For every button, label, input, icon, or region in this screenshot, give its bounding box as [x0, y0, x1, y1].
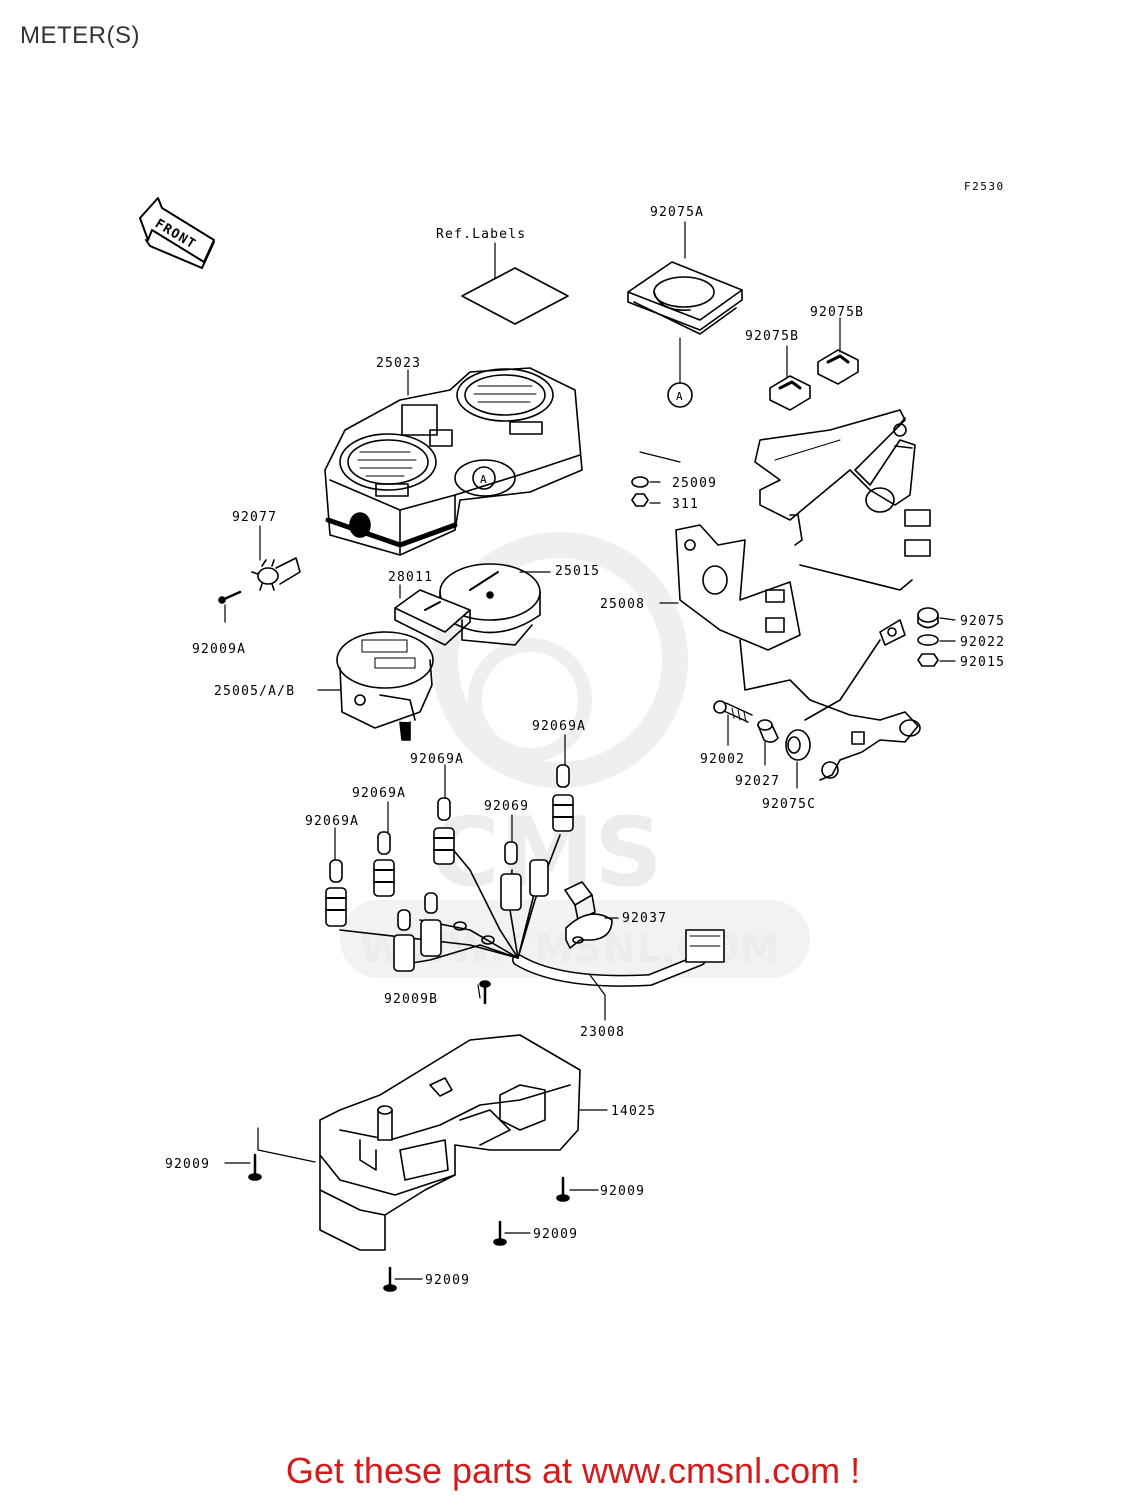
wiring-harness-23008: [339, 834, 725, 987]
leader-lines: [224, 221, 956, 1280]
label-92009-1: 92009: [165, 1157, 210, 1172]
label-92015: 92015: [960, 655, 1005, 670]
nut-311: [631, 493, 649, 507]
label-92069: 92069: [484, 799, 529, 814]
label-ref-labels: Ref.Labels: [436, 227, 526, 242]
label-92009a: 92009A: [192, 642, 246, 657]
screw-92009-3: [493, 1220, 507, 1246]
page-title: METER(S): [20, 22, 140, 49]
ref-marker-a-case: [472, 466, 496, 490]
screw-92009-4: [383, 1266, 397, 1292]
washer-92022: [917, 634, 939, 646]
clamp-92037: [565, 913, 613, 949]
bulb-socket-92069a-3: [433, 797, 455, 865]
bolt-92002: [713, 700, 753, 723]
label-25023: 25023: [376, 356, 421, 371]
meter-case-25023: [324, 367, 583, 556]
label-25008: 25008: [600, 597, 645, 612]
front-arrow-icon: [139, 197, 215, 269]
label-92077: 92077: [232, 510, 277, 525]
nut-92015: [917, 653, 939, 667]
footer-link[interactable]: Get these parts at www.cmsnl.com !: [285, 1450, 861, 1491]
label-14025: 14025: [611, 1104, 656, 1119]
label-92037: 92037: [622, 911, 667, 926]
label-92075b-1: 92075B: [745, 329, 799, 344]
label-92009-2: 92009: [600, 1184, 645, 1199]
grommet-92075b-1: [769, 375, 811, 411]
label-25009: 25009: [672, 476, 717, 491]
bulb-socket-92069a-4: [552, 764, 574, 832]
bracket-25008: [675, 409, 931, 781]
label-92069a-3: 92069A: [410, 752, 464, 767]
label-92069a-1: 92069A: [305, 814, 359, 829]
cover-14025: [319, 1034, 581, 1251]
ref-marker-a-top-text: A: [676, 390, 684, 403]
label-92022: 92022: [960, 635, 1005, 650]
grommet-92075c: [785, 729, 811, 761]
label-92075c: 92075C: [762, 797, 816, 812]
grommet-92075a: [627, 261, 743, 335]
label-311: 311: [672, 497, 699, 512]
bulb-socket-92069: [500, 841, 549, 911]
parts-diagram: CMS WWW.CMSNL.COM: [139, 180, 1005, 1292]
ref-marker-a-case-text: A: [480, 473, 488, 486]
indicator-panel-28011: [394, 589, 471, 646]
label-92002: 92002: [700, 752, 745, 767]
washer-25009: [631, 476, 649, 488]
bulb-sockets-lower: [393, 892, 442, 972]
bulb-socket-92069a-1: [325, 859, 347, 927]
label-92075a: 92075A: [650, 205, 704, 220]
label-92069a-2: 92069A: [352, 786, 406, 801]
drive-gear-92077: [251, 557, 301, 591]
damper-92075: [917, 607, 939, 629]
bulb-socket-92069a-2: [373, 831, 395, 897]
label-92075b-2: 92075B: [810, 305, 864, 320]
label-23008: 23008: [580, 1025, 625, 1040]
ref-labels-sheet: [461, 267, 569, 325]
tachometer-25005: [336, 631, 434, 741]
label-28011: 28011: [388, 570, 433, 585]
label-92027: 92027: [735, 774, 780, 789]
grommet-92075b-2: [817, 349, 859, 385]
label-25015: 25015: [555, 564, 600, 579]
screw-92009-2: [556, 1176, 570, 1202]
label-92069a-4: 92069A: [532, 719, 586, 734]
label-25005-a-b: 25005/A/B: [214, 684, 295, 699]
label-92009b: 92009B: [384, 992, 438, 1007]
label-92009-3: 92009: [533, 1227, 578, 1242]
screw-92009-1: [248, 1153, 262, 1181]
label-92009-4: 92009: [425, 1273, 470, 1288]
diagram-code: F2530: [964, 180, 1005, 193]
label-92075: 92075: [960, 614, 1005, 629]
collar-92027: [757, 719, 779, 743]
